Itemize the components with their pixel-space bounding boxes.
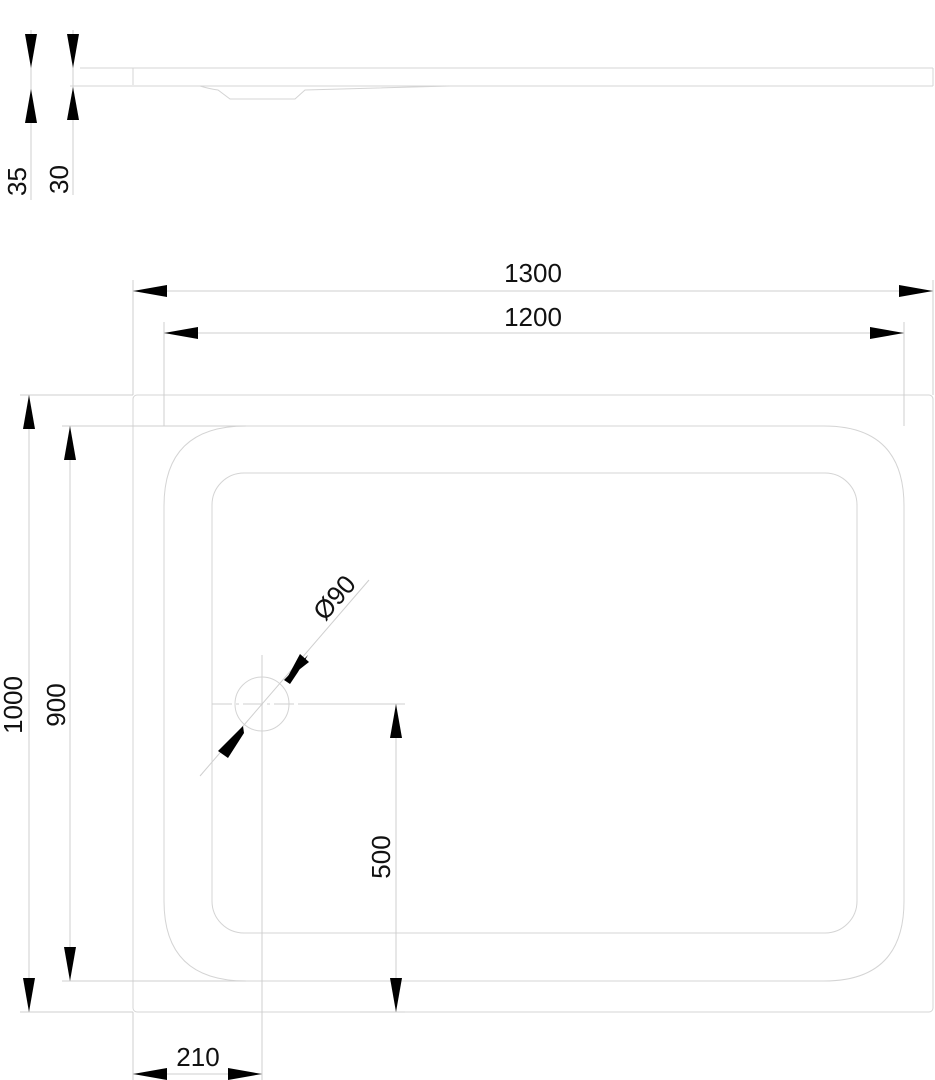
dim-arrow [25,89,37,123]
dim-1300: 1300 [504,258,562,288]
dim-arrow [67,34,79,68]
plan-view: 1300 1200 1000 900 Ø90 500 210 [0,258,934,1080]
dim-1200: 1200 [504,302,562,332]
dim-35: 35 [2,167,32,196]
tray-rim-outline [163,425,905,982]
dim-arrow [25,34,37,68]
dim-arrow [67,87,79,120]
dim-210: 210 [176,1042,219,1072]
dim-1000: 1000 [0,676,28,734]
side-view: 35 30 [2,30,934,200]
dim-500: 500 [366,835,396,878]
dim-drain-diameter: Ø90 [307,569,362,626]
tray-outer-outline [132,394,934,1013]
drain-outlet-profile [199,85,451,100]
dim-30: 30 [44,165,74,194]
dim-900: 900 [41,683,71,726]
tray-basin-outline [211,472,858,934]
